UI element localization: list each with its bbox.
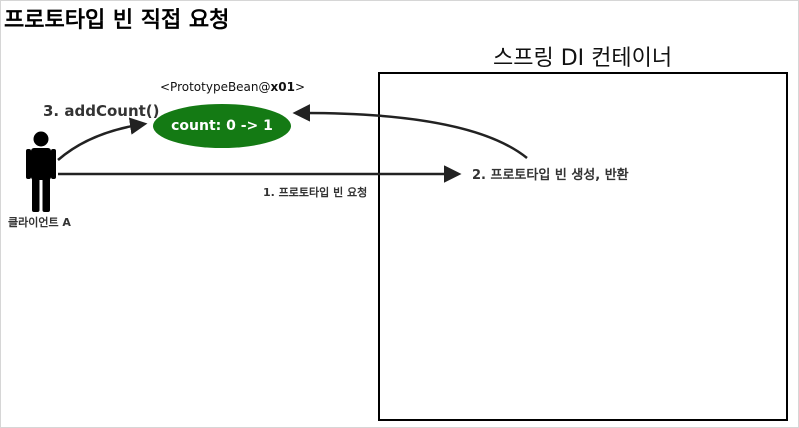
container-label: 스프링 DI 컨테이너 [493,46,673,71]
prototype-bean-ellipse: count: 0 -> 1 [153,104,291,148]
bean-instance-label: <PrototypeBean@x01> [160,80,305,94]
page-title: 프로토타입 빈 직접 요청 [4,8,230,33]
bean-count-text: count: 0 -> 1 [171,118,273,134]
spring-di-container-box [378,72,788,421]
step-request-label: 1. 프로토타입 빈 요청 [263,186,368,199]
add-count-arrow [57,117,148,161]
client-label: 클라이언트 A [8,216,71,229]
person-icon [26,131,56,212]
return-arrow [292,104,528,159]
bean-label-id: x01 [270,80,295,94]
step-add-count-label: 3. addCount() [43,102,160,120]
bean-label-prefix: <PrototypeBean@ [160,80,271,94]
bean-label-suffix: > [294,80,306,94]
step-create-return-label: 2. 프로토타입 빈 생성, 반환 [472,168,629,183]
